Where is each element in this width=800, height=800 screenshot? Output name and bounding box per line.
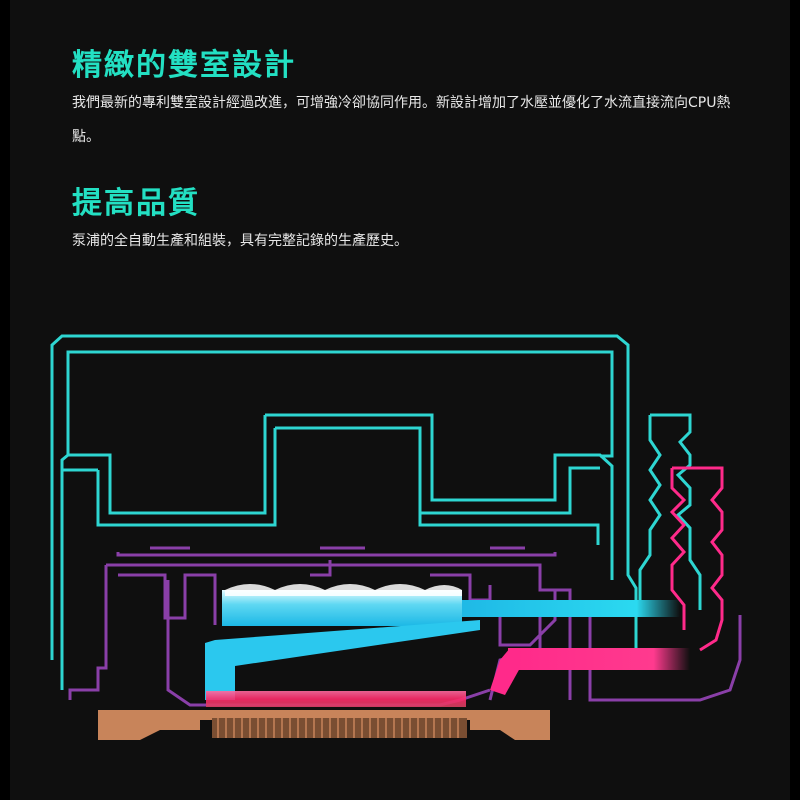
section-title-dual-chamber: 精緻的雙室設計 (72, 48, 296, 83)
section-description-quality: 泵浦的全自動生產和組裝，具有完整記錄的生產歷史。 (72, 233, 408, 249)
cold-water-flow (205, 584, 680, 700)
copper-cold-plate (98, 710, 550, 740)
section-title-quality: 提高品質 (72, 186, 200, 221)
outlet-barb (669, 466, 724, 652)
hot-water-flow (206, 648, 690, 707)
housing-outline (50, 334, 638, 690)
inlet-barb (638, 413, 702, 610)
section-description-dual-chamber: 我們最新的專利雙室設計經過改進，可增強冷卻協同作用。新設計增加了水壓並優化了水流… (72, 95, 731, 145)
